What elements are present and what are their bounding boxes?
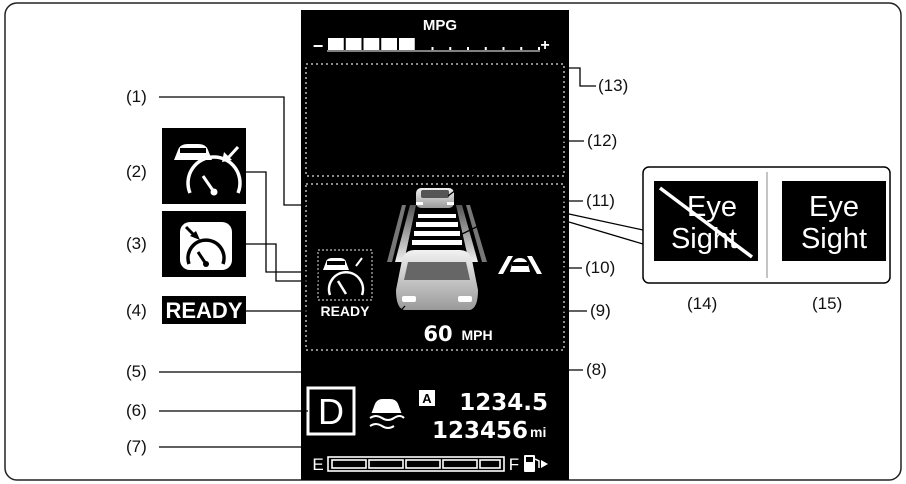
fuel-gauge-bar	[327, 456, 505, 472]
odometer-unit: mi	[530, 424, 546, 440]
mpg-plus-sign: +	[540, 37, 549, 54]
right-lane-line	[456, 205, 478, 262]
own-vehicle-icon	[396, 250, 478, 310]
legend-ready-badge	[162, 296, 246, 324]
callout-3: (3)	[126, 234, 147, 253]
right-lane-outer	[466, 205, 487, 262]
mpg-segment-lit	[328, 38, 344, 50]
callout-13: (13)	[598, 76, 628, 95]
eyesight-off-line1: Eye	[687, 191, 737, 223]
mpg-segment-tick	[467, 47, 469, 50]
left-lane-line	[395, 205, 416, 262]
callout-12: (12)	[587, 131, 617, 150]
mpg-minus-sign: −	[313, 36, 324, 56]
ready-indicator-text: READY	[320, 303, 370, 319]
mpg-segment-tick	[431, 47, 434, 50]
cruise-speedometer-icon	[180, 222, 232, 270]
left-lane-outer	[387, 205, 406, 262]
mpg-segment-lit	[381, 38, 397, 50]
mpg-gauge	[327, 38, 540, 52]
vehicle-dynamics-icon	[369, 399, 405, 429]
callout-5: (5)	[126, 362, 147, 381]
eyesight-on-line1: Eye	[809, 191, 859, 223]
mpg-segment-lit	[363, 38, 380, 50]
mpg-title: MPG	[423, 17, 457, 34]
callout-9: (9)	[590, 301, 611, 320]
legend-ready-text: READY	[165, 298, 242, 323]
leader-lines	[159, 67, 644, 448]
callout-14: (14)	[687, 294, 717, 313]
callout-2: (2)	[126, 162, 147, 181]
trip-meter-value: 1234.5	[459, 390, 548, 416]
callout-10: (10)	[585, 258, 615, 277]
callout-4: (4)	[126, 301, 147, 320]
mpg-segment-tick	[502, 47, 505, 50]
mpg-segment-lit	[399, 38, 415, 50]
mpg-segment-tick	[484, 47, 487, 50]
callout-8: (8)	[586, 360, 607, 379]
eyesight-on-icon	[782, 181, 886, 261]
eyesight-area-box	[305, 183, 565, 351]
mpg-segment-lit	[345, 38, 362, 50]
eyesight-off-slash	[658, 186, 754, 259]
vehicle-ahead-indicator	[498, 256, 542, 274]
mpg-segment-tick	[538, 47, 540, 50]
gear-position: D	[318, 391, 344, 432]
callout-15: (15)	[812, 294, 842, 313]
set-speed-value: 60	[423, 322, 452, 346]
cruise-control-indicator	[317, 249, 373, 301]
mpg-segment-tick	[449, 47, 452, 50]
odometer-mode: A	[422, 391, 432, 406]
odometer-value: 123456	[432, 418, 528, 444]
callout-1: (1)	[126, 87, 147, 106]
fuel-full-label: F	[509, 455, 519, 474]
callout-6: (6)	[126, 401, 147, 420]
set-speed-unit: MPH	[461, 327, 492, 343]
odometer-mode-box	[419, 390, 435, 406]
lead-vehicle-icon	[416, 188, 454, 208]
mpg-segment-tick	[520, 47, 523, 50]
callout-7: (7)	[126, 437, 147, 456]
following-distance-bars	[412, 214, 462, 245]
callout-11: (11)	[586, 191, 615, 210]
fuel-pump-icon	[524, 455, 548, 472]
eyesight-on-line2: Sight	[801, 223, 867, 255]
acc-car-icon	[174, 144, 242, 196]
fuel-empty-label: E	[312, 455, 323, 474]
